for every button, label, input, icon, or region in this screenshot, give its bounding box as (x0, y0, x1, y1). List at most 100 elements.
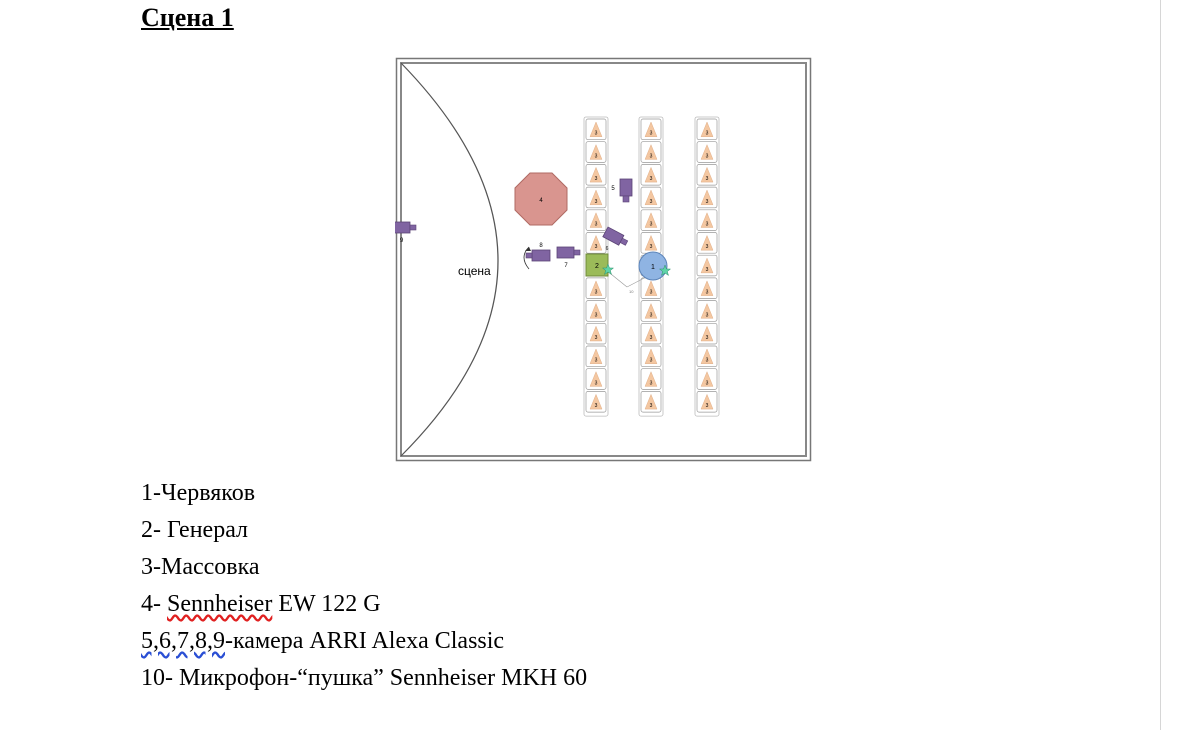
legend-line-4: 4- Sennheiser EW 122 G (141, 586, 587, 623)
extra-figure-icon (589, 234, 603, 251)
room-inner-wall (400, 62, 807, 457)
extra-figure-icon (700, 166, 714, 183)
extra-seat-label: 3 (650, 176, 653, 182)
scene-diagram-svg: сцена 3333333333333333333333333333333333… (395, 57, 812, 462)
extra-figure-icon (644, 121, 658, 137)
extra-figure-icon (700, 348, 714, 364)
extra-seat-label: 3 (706, 380, 709, 386)
extra-seat-label: 3 (650, 222, 653, 228)
extra-seat-label: 3 (595, 199, 598, 205)
extra-seat-label: 3 (706, 199, 709, 205)
camera-5 (619, 178, 633, 203)
extra-figure-icon (644, 166, 658, 183)
extra-figure-icon (589, 303, 603, 319)
actor-1-marker (638, 251, 668, 281)
camera-6-label: 6 (606, 246, 609, 252)
extra-seat-label: 3 (595, 380, 598, 386)
extra-seat-label: 3 (706, 312, 709, 318)
legend-line-5-rest: -камера ARRI Alexa Classic (225, 628, 505, 654)
extra-figure-icon (644, 144, 658, 160)
extra-figure-icon (700, 144, 714, 160)
extra-seat-label: 3 (595, 176, 598, 182)
actor-1-label: 1 (651, 264, 655, 271)
extra-figure-icon (700, 121, 714, 137)
legend-line-3: 3-Массовка (141, 554, 260, 580)
extra-seat-label: 3 (706, 244, 709, 250)
extra-figure-icon (644, 348, 658, 364)
extra-figure-icon (589, 348, 603, 364)
legend-line-4-rest: EW 122 G (272, 591, 381, 617)
camera-5-label: 5 (611, 186, 615, 192)
extra-seat-label: 3 (595, 222, 598, 228)
extra-figure-icon (589, 280, 603, 296)
extra-seat-label: 3 (595, 335, 598, 341)
extra-figure-icon (700, 303, 714, 319)
extra-figure-icon (644, 371, 658, 387)
extra-seat-label: 3 (595, 358, 598, 364)
extra-seat-label: 3 (595, 290, 598, 296)
extra-seat-label: 3 (706, 335, 709, 341)
camera-7 (556, 246, 581, 259)
extra-figure-icon (700, 189, 714, 206)
pan-arrowhead (525, 247, 531, 251)
camera-9 (395, 221, 417, 234)
extra-seat-label: 3 (650, 290, 653, 296)
camera-8 (525, 249, 551, 262)
camera-9-label: 9 (400, 238, 404, 244)
legend-line-6: 10- Микрофон-“пушка” Sennheiser MKH 60 (141, 665, 588, 691)
extra-seat-label: 3 (706, 153, 709, 159)
extra-seat-label: 3 (650, 380, 653, 386)
extra-figure-icon (700, 234, 714, 251)
extra-seat-label: 3 (595, 312, 598, 318)
extra-seat-label: 3 (706, 358, 709, 364)
microphone-4-marker (514, 172, 568, 226)
extra-figure-icon (589, 212, 603, 228)
extra-seat-label: 3 (595, 153, 598, 159)
legend-line-5-prefix: 5,6,7,8,9 (141, 628, 225, 654)
microphone-4-label: 4 (539, 198, 543, 204)
extra-figure-icon (589, 166, 603, 183)
stage-arc (400, 62, 499, 457)
legend-line-1: 1-Червяков (141, 480, 256, 506)
extra-figure-icon (589, 144, 603, 160)
extra-figure-icon (644, 303, 658, 319)
extra-figure-icon (589, 189, 603, 206)
extra-figure-icon (644, 280, 658, 296)
extra-figure-icon (700, 325, 714, 342)
extra-figure-icon (644, 189, 658, 206)
legend-line-2: 2- Генерал (141, 517, 249, 543)
actor-1-star-icon (658, 264, 672, 277)
extra-figure-icon (644, 212, 658, 228)
extra-seat-label: 3 (706, 222, 709, 228)
seat-rows: 333333333333333333333333333333333333333 (583, 116, 720, 417)
extra-seat-label: 3 (650, 312, 653, 318)
extra-seat-label: 3 (595, 403, 598, 409)
extra-figure-icon (644, 393, 658, 410)
extra-figure-icon (700, 280, 714, 296)
extra-figure-icon (589, 325, 603, 342)
actor-2-star-icon (601, 263, 615, 276)
extra-figure-icon (700, 371, 714, 387)
extra-seat-label: 3 (650, 335, 653, 341)
extra-seat-label: 3 (595, 131, 598, 137)
legend-line-5: 5,6,7,8,9-камера ARRI Alexa Classic (141, 623, 587, 660)
extra-figure-icon (589, 393, 603, 410)
stage-label: сцена (458, 264, 491, 278)
legend-line-4-prefix: 4- (141, 591, 167, 617)
extra-figure-icon (644, 325, 658, 342)
extra-seat-label: 3 (706, 403, 709, 409)
extra-seat-label: 3 (595, 244, 598, 250)
camera-6 (602, 226, 629, 246)
extra-figure-icon (700, 257, 714, 274)
extra-seat-label: 3 (706, 290, 709, 296)
legend-line-4-brand: Sennheiser (167, 591, 273, 617)
extra-seat-label: 3 (650, 403, 653, 409)
extra-figure-icon (700, 212, 714, 228)
seat-row-frame (694, 116, 720, 417)
extra-seat-label: 3 (650, 358, 653, 364)
camera-7-label: 7 (564, 263, 568, 269)
scene-heading: Сцена 1 (141, 3, 234, 32)
extra-seat-label: 3 (706, 267, 709, 273)
extra-seat-label: 3 (650, 244, 653, 250)
